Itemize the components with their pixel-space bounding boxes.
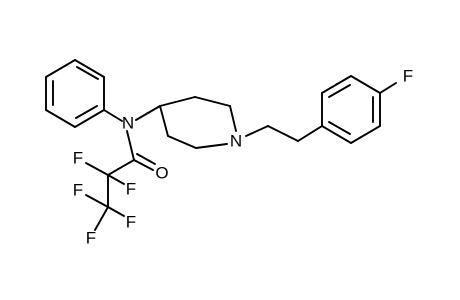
bonds <box>45 59 397 231</box>
bond-n-carbonyl <box>126 130 135 161</box>
atom-labels: F N N O F F F F F <box>73 67 413 248</box>
atom-f-alpha-right: F <box>126 180 136 199</box>
bond-n-ethyl-1 <box>245 125 269 137</box>
bond-aryl-double-3 <box>328 121 351 135</box>
bond-phenyl-1 <box>74 59 105 78</box>
bond-aryl-5 <box>350 125 381 144</box>
bond-pip-6 <box>159 105 169 137</box>
bond-aryl-double-1 <box>328 84 351 98</box>
atom-f-beta-bottom: F <box>86 229 96 248</box>
bond-cf3-f-left <box>85 194 109 208</box>
bond-carbonyl-cf2 <box>107 159 135 176</box>
bond-phenyl-3 <box>74 109 105 128</box>
atom-n-piperidine: N <box>230 132 242 151</box>
bond-carbonyl-o-1 <box>133 159 154 171</box>
atom-f-beta-left: F <box>73 181 83 200</box>
bond-pip-1 <box>159 96 196 107</box>
bond-cf2-f-right <box>107 174 125 185</box>
bond-phenyl-double-2 <box>75 105 98 119</box>
bond-cf3-f-right <box>107 206 125 217</box>
atom-n-amide: N <box>122 114 134 133</box>
bond-cf2-f-left <box>85 162 109 176</box>
atom-f-alpha-left: F <box>73 149 83 168</box>
bond-pip-3 <box>229 105 237 132</box>
bond-phenyl-4 <box>45 109 76 128</box>
bond-carbonyl-o-2 <box>136 153 156 165</box>
bond-ethyl-2 <box>267 125 299 142</box>
bond-cf3-f-bottom <box>94 206 109 231</box>
bond-phenyl-6 <box>45 59 76 78</box>
bond-ethyl-aryl <box>297 125 323 142</box>
bond-pip-5 <box>167 135 197 149</box>
atom-f-beta-right: F <box>126 213 136 232</box>
atom-f-aryl: F <box>403 67 413 86</box>
bond-pip-2 <box>194 96 231 107</box>
bond-phenyl-n <box>103 109 123 122</box>
atom-o-carbonyl: O <box>155 164 168 183</box>
bond-phenyl-double-1 <box>76 66 99 80</box>
bond-aryl-2 <box>321 75 352 94</box>
bond-aryl-6 <box>321 125 352 144</box>
bond-n-piperidine <box>135 105 161 121</box>
bond-pip-4 <box>195 143 228 149</box>
bond-aryl-3 <box>350 75 381 94</box>
bond-aryl-f <box>379 82 397 94</box>
